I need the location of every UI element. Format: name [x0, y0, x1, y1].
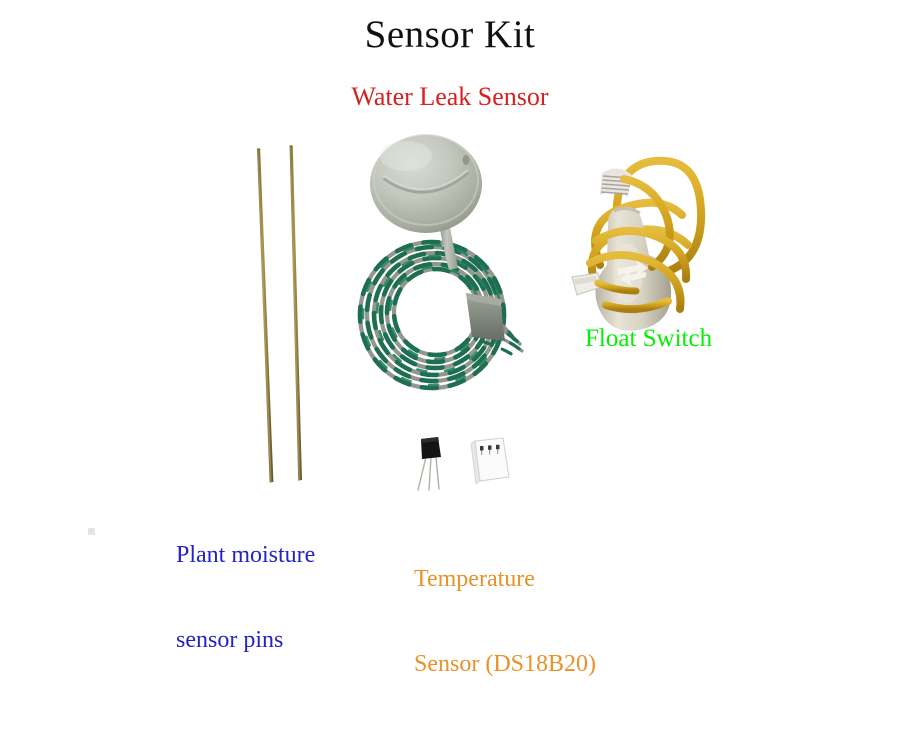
water-leak-sensor-artwork: [340, 130, 560, 420]
plant-moisture-sensor-pins-artwork: [240, 135, 320, 495]
label-temperature-sensor: Temperature Sensor (DS18B20): [414, 508, 596, 735]
float-switch-artwork: [560, 145, 720, 325]
label-temperature-line-2: Sensor (DS18B20): [414, 650, 596, 678]
label-plant-moisture-sensor-pins: Plant moisture sensor pins: [176, 484, 315, 711]
dome-puck-icon: [370, 135, 482, 233]
rod-icon: [290, 145, 303, 480]
label-water-leak-sensor: Water Leak Sensor: [0, 82, 900, 113]
cable-clip-icon: [466, 293, 505, 341]
rod-icon: [257, 148, 274, 482]
label-float-switch: Float Switch: [585, 324, 712, 354]
to92-transistor-icon: [421, 437, 441, 459]
page-title: Sensor Kit: [0, 12, 900, 58]
sensor-kit-photo: Sensor Kit Water Leak Sensor Float Switc…: [0, 0, 900, 600]
label-plant-moisture-line-2: sensor pins: [176, 626, 315, 654]
label-plant-moisture-line-1: Plant moisture: [176, 541, 315, 569]
temperature-sensor-artwork: [412, 432, 527, 498]
label-temperature-line-1: Temperature: [414, 565, 596, 593]
to92-legs-icon: [418, 457, 439, 490]
background-speck: [88, 528, 95, 535]
datasheet-card-icon: [471, 438, 509, 484]
